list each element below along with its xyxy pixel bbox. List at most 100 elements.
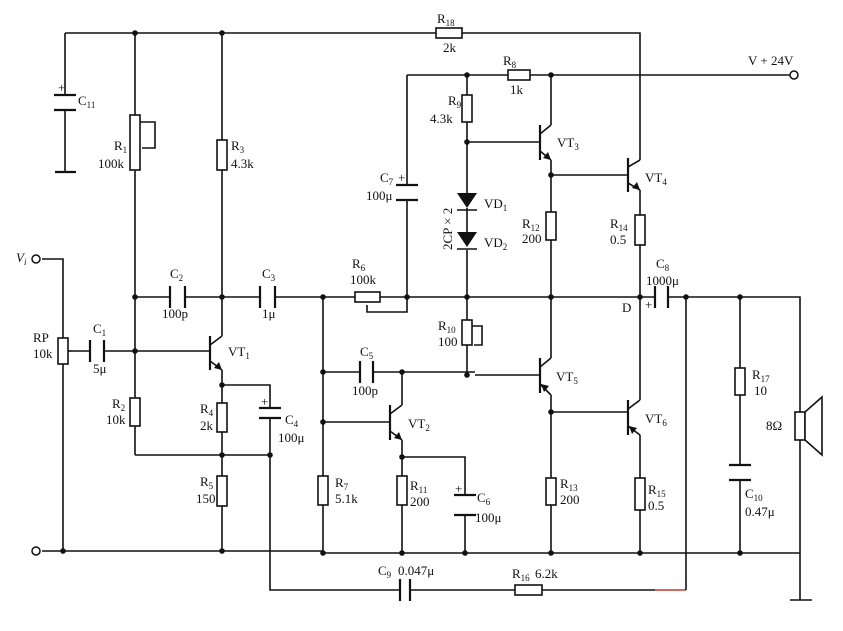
svg-text:R11: R11 [410, 478, 427, 495]
svg-text:C3: C3 [262, 266, 276, 283]
diodes [457, 193, 477, 250]
svg-text:1μ: 1μ [262, 306, 276, 321]
svg-text:R10: R10 [438, 318, 456, 335]
svg-text:R4: R4 [200, 401, 214, 418]
svg-text:R5: R5 [200, 474, 214, 491]
svg-text:VD2: VD2 [484, 235, 507, 252]
rp-resistor [57, 337, 69, 365]
r11-resistor [396, 475, 408, 506]
r1-resistor [129, 114, 141, 171]
c10-capacitor [729, 463, 751, 482]
c5-capacitor [358, 361, 375, 383]
svg-text:200: 200 [560, 492, 580, 507]
c8-capacitor [653, 286, 670, 308]
r2-resistor [129, 397, 141, 427]
r10-resistor [461, 319, 473, 346]
wire-c4-top [222, 384, 271, 408]
c7-capacitor [396, 183, 418, 202]
svg-text:R9: R9 [448, 93, 462, 110]
r15-resistor [634, 477, 646, 511]
svg-text:5.1k: 5.1k [335, 491, 358, 506]
vt1-leads [209, 335, 223, 371]
svg-text:C9: C9 [378, 563, 392, 580]
svg-text:C6: C6 [477, 490, 491, 507]
svg-text:R7: R7 [335, 475, 349, 492]
svg-text:10k: 10k [33, 346, 53, 361]
resistors [57, 27, 746, 596]
svg-text:C8: C8 [656, 256, 670, 273]
r8-resistor [507, 69, 531, 81]
svg-text:0.5: 0.5 [648, 498, 664, 513]
capacitors: + + + + + [54, 80, 751, 601]
wire-input [42, 258, 64, 551]
vd2-diode [457, 232, 477, 247]
r14-resistor [634, 214, 646, 246]
svg-text:0.47μ: 0.47μ [745, 504, 775, 519]
v24-terminal[interactable] [789, 70, 799, 80]
r9-resistor [461, 94, 473, 123]
r13-resistor [545, 477, 557, 506]
r4-resistor [216, 402, 228, 433]
svg-text:VD1: VD1 [484, 196, 507, 213]
r5-resistor [216, 475, 228, 507]
r1-trim-wiper [140, 121, 156, 149]
svg-text:C2: C2 [170, 266, 183, 283]
svg-text:100p: 100p [352, 383, 378, 398]
svg-text:200: 200 [410, 494, 430, 509]
svg-text:10: 10 [754, 383, 767, 398]
wire-c6 [402, 456, 466, 553]
svg-text:150: 150 [196, 491, 216, 506]
wire-c5 [322, 297, 475, 373]
svg-text:1k: 1k [510, 82, 524, 97]
ground-terminal[interactable] [31, 546, 41, 556]
c11-capacitor [54, 93, 76, 112]
svg-text:8Ω: 8Ω [766, 418, 782, 433]
transistors [208, 124, 641, 441]
svg-text:100p: 100p [162, 306, 188, 321]
svg-text:R6: R6 [352, 256, 366, 273]
r16-resistor [514, 584, 543, 596]
svg-text:Vi: Vi [16, 250, 27, 267]
svg-text:R15: R15 [648, 482, 666, 499]
svg-text:100k: 100k [350, 272, 377, 287]
svg-text:R1: R1 [114, 138, 127, 155]
svg-text:R2: R2 [112, 396, 125, 413]
r17-resistor [734, 367, 746, 396]
svg-text:R3: R3 [231, 138, 245, 155]
svg-text:R17: R17 [752, 367, 770, 384]
svg-text:100μ: 100μ [278, 430, 305, 445]
svg-text:D: D [622, 300, 631, 315]
svg-text:C7: C7 [380, 170, 394, 187]
c4-capacitor [259, 406, 281, 420]
svg-text:R8: R8 [503, 53, 517, 70]
wire-feedback [269, 455, 655, 591]
speaker [794, 395, 823, 457]
c6-capacitor [454, 493, 476, 517]
svg-text:RP: RP [33, 330, 49, 345]
c3-capacitor [258, 286, 277, 308]
r3-resistor [216, 139, 228, 171]
ground-speaker [790, 553, 812, 601]
svg-text:100μ: 100μ [475, 510, 502, 525]
r12-resistor [545, 211, 557, 241]
svg-text:4.3k: 4.3k [430, 111, 453, 126]
svg-text:2CP × 2: 2CP × 2 [440, 208, 455, 250]
component-labels: R18 2k V + 24V R8 1k R9 4.3k C11 R1 100k… [16, 11, 794, 583]
svg-text:C1: C1 [93, 321, 106, 338]
svg-text:R14: R14 [610, 216, 628, 233]
svg-text:1000μ: 1000μ [646, 273, 679, 288]
svg-text:200: 200 [522, 231, 542, 246]
svg-text:2k: 2k [443, 40, 457, 55]
svg-text:6.2k: 6.2k [535, 566, 558, 581]
svg-text:VT6: VT6 [645, 411, 667, 428]
c9-capacitor [398, 579, 412, 601]
svg-text:R13: R13 [560, 476, 578, 493]
vi-terminal[interactable] [31, 254, 41, 264]
svg-text:C5: C5 [360, 344, 374, 361]
svg-text:100: 100 [438, 334, 458, 349]
svg-text:R18: R18 [437, 11, 455, 28]
vd1-diode [457, 193, 477, 208]
svg-text:0.5: 0.5 [610, 232, 626, 247]
